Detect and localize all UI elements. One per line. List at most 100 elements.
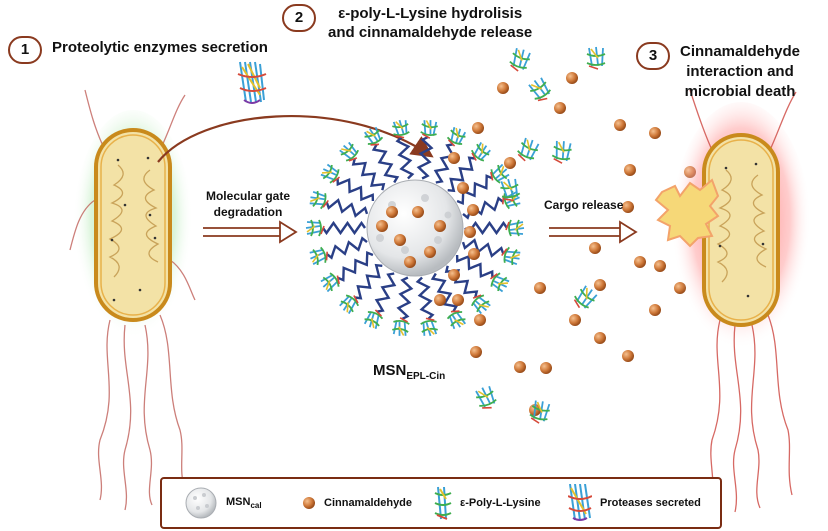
cinnamaldehyde-dot	[540, 362, 552, 374]
cinnamaldehyde-dot	[472, 122, 484, 134]
free-polylysine-fragment	[475, 385, 497, 409]
corona-strand	[322, 220, 366, 236]
corona-strand	[336, 177, 375, 202]
free-polylysine-fragment	[586, 46, 606, 70]
cinnamaldehyde-dot	[622, 350, 634, 362]
step-3-title: Cinnamaldehyde interaction and microbial…	[680, 42, 800, 102]
cinnamaldehyde-dot	[474, 314, 486, 326]
gate-label: Molecular gate degradation	[198, 188, 298, 220]
corona-strand	[371, 143, 400, 184]
corona-strand	[430, 272, 459, 313]
corona-polylysine-tuft	[392, 119, 410, 139]
polylysine-ribbon-icon	[434, 486, 452, 520]
cinnamaldehyde-dot	[566, 72, 578, 84]
corona-strand	[325, 236, 368, 260]
legend-item-msn: MSNcal	[184, 479, 262, 527]
legend-cinnamaldehyde-label: Cinnamaldehyde	[324, 497, 413, 509]
bacterium-right	[654, 89, 811, 513]
free-polylysine-fragment	[528, 77, 552, 102]
cargo-label: Cargo release	[544, 198, 624, 212]
cinnamaldehyde-dot	[470, 346, 482, 358]
cinnamaldehyde-dot	[594, 279, 606, 291]
corona-strand	[325, 198, 369, 218]
cinnamaldehyde-dot	[534, 282, 546, 294]
cinnamaldehyde-dot	[504, 157, 516, 169]
step-1-title: Proteolytic enzymes secretion	[52, 39, 268, 56]
cinnamaldehyde-dot	[514, 361, 526, 373]
cinnamaldehyde-dot	[386, 206, 398, 218]
free-polylysine-fragment	[509, 48, 531, 72]
corona-polylysine-tuft	[490, 163, 510, 184]
cinnamaldehyde-dot	[589, 242, 601, 254]
corona-strand	[374, 272, 397, 313]
corona-polylysine-tuft	[305, 219, 325, 237]
legend-msn-main: MSN	[226, 495, 251, 508]
corona-strand	[456, 174, 493, 206]
step-3-line1: Cinnamaldehyde	[680, 43, 801, 60]
free-polylysine-fragment	[500, 178, 521, 202]
legend-item-cinnamaldehyde: Cinnamaldehyde	[302, 479, 412, 527]
corona-strand	[396, 276, 414, 321]
cinnamaldehyde-dot	[622, 201, 634, 213]
cinnamaldehyde-dot	[452, 294, 464, 306]
nanoparticle-label-sub: EPL-Cin	[406, 371, 446, 382]
cinnamaldehyde-dot	[424, 246, 436, 258]
corona-strand	[433, 143, 456, 184]
corona-strand	[461, 238, 505, 258]
step-2-badge: 2	[282, 4, 316, 32]
cinnamaldehyde-dot-icon	[303, 497, 315, 509]
corona-strand	[354, 263, 383, 300]
corona-strand	[351, 158, 386, 191]
nanoparticle-label: MSNEPL-Cin	[373, 362, 445, 382]
cinnamaldehyde-dot	[404, 256, 416, 268]
corona-strand	[416, 135, 434, 180]
cinnamaldehyde-dot	[624, 164, 636, 176]
gate-label-line2: degradation	[213, 205, 283, 219]
gate-label-line1: Molecular gate	[205, 189, 291, 203]
corona-polylysine-tuft	[339, 141, 359, 162]
cinnamaldehyde-dot	[434, 294, 446, 306]
corona-polylysine-tuft	[471, 141, 491, 162]
corona-polylysine-tuft	[309, 190, 329, 210]
protease-ribbon-icon	[568, 484, 592, 521]
cinnamaldehyde-dot	[594, 332, 606, 344]
legend-item-polylysine: ε-Poly-L-Lysine	[432, 479, 541, 527]
legend: MSNcal Cinnamaldehyde ε-Poly-L-Lysine	[160, 477, 722, 529]
cinnamaldehyde-dot	[394, 234, 406, 246]
free-polylysine-fragment	[551, 140, 572, 164]
corona-strand	[447, 156, 476, 193]
polylysine-corona	[322, 135, 508, 321]
protease-path-arrow	[157, 115, 434, 163]
cinnamaldehyde-dot	[464, 226, 476, 238]
cinnamaldehyde-dot	[448, 269, 460, 281]
cinnamaldehyde-dot	[649, 127, 661, 139]
cinnamaldehyde-dot	[497, 82, 509, 94]
corona-strand	[395, 136, 415, 180]
free-polylysine-fragment	[529, 400, 551, 424]
free-polylysine-fragment	[573, 285, 598, 309]
step-1-badge: 1	[8, 36, 42, 64]
cinnamaldehyde-dot	[654, 260, 666, 272]
corona-polylysine-tuft	[420, 120, 438, 139]
step-2-line1: ε-poly-L-Lysine hydrolisis	[338, 5, 523, 22]
corona-strand	[455, 254, 494, 279]
corona-polylysine-tuft	[339, 294, 359, 315]
cinnamaldehyde-dot	[434, 220, 446, 232]
step-3-line2: interaction and	[686, 63, 794, 80]
polylysine-ribbons	[305, 119, 525, 337]
free-polylysine-fragment	[517, 137, 540, 162]
corona-polylysine-tuft	[309, 246, 328, 266]
cinnamaldehyde-dot	[569, 314, 581, 326]
corona-polylysine-tuft	[320, 272, 340, 293]
corona-polylysine-tuft	[364, 126, 384, 146]
corona-polylysine-tuft	[501, 246, 521, 266]
corona-polylysine-tuft	[505, 219, 525, 237]
legend-msn-label: MSNcal	[226, 496, 262, 510]
corona-polylysine-tuft	[320, 163, 341, 184]
step-2-title: ε-poly-L-Lysine hydrolisis and cinnamald…	[328, 4, 532, 42]
cinnamaldehyde-dot	[649, 304, 661, 316]
cinnamaldehyde-dot	[467, 204, 479, 216]
cinnamaldehyde-dot	[412, 206, 424, 218]
